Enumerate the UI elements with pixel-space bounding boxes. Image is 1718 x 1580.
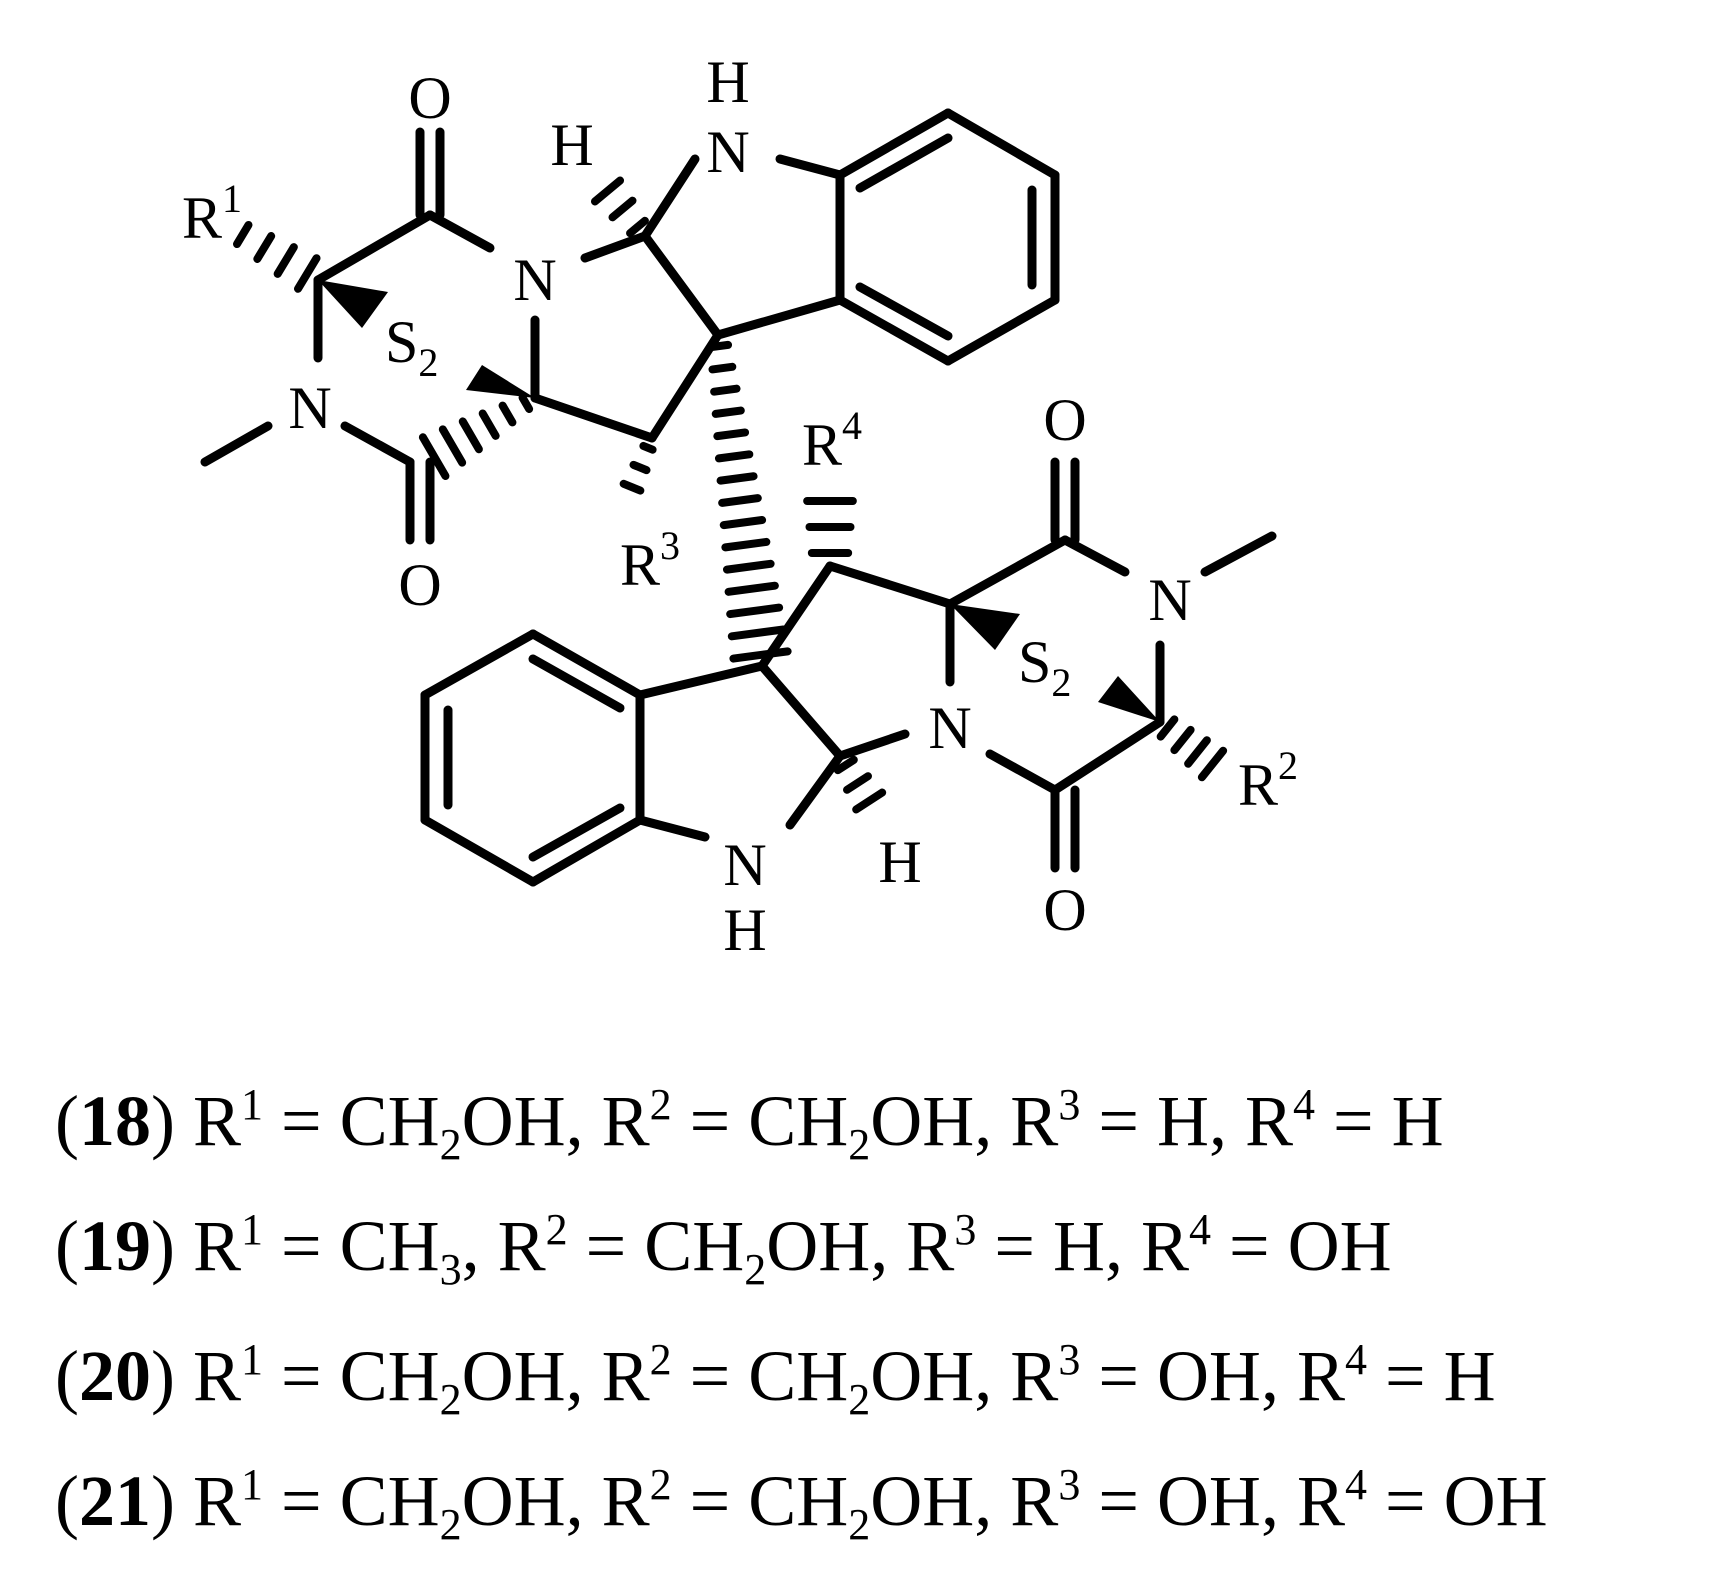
- hash-dash: [711, 406, 745, 418]
- atom-labels: O O O O N N N N N H N H H H S2 S2 R1 R2 …: [182, 49, 1298, 963]
- oxygen-top-left: O: [408, 65, 451, 131]
- nitrogen-left-ring: N: [513, 247, 556, 313]
- stereo-wedge-bonds: [318, 280, 1160, 722]
- hash-dash: [438, 425, 467, 467]
- hash-dash: [843, 772, 872, 794]
- hash-dash: [608, 196, 637, 222]
- oxygen-top-right: O: [1043, 387, 1086, 453]
- substituent-r1: R1: [182, 176, 242, 251]
- hash-dash: [719, 516, 767, 530]
- hydrogen-top: H: [550, 112, 593, 178]
- hash-dash: [718, 494, 762, 507]
- hash-dash: [418, 433, 450, 481]
- hash-dash: [852, 788, 887, 814]
- oxygen-bottom-right: O: [1043, 877, 1086, 943]
- hash-dash: [706, 340, 733, 352]
- hash-dash: [1184, 736, 1211, 768]
- hash-dash: [1197, 746, 1228, 782]
- nitrogen-right-methyl: N: [1148, 567, 1191, 633]
- compound-line-19: (19) R1 = CH3, R2 = CH2OH, R3 = H, R4 = …: [55, 1205, 1392, 1294]
- oxygen-bottom-left: O: [398, 552, 441, 618]
- hash-dash: [727, 625, 788, 641]
- hash-dash: [498, 401, 517, 427]
- hash-dash: [729, 647, 792, 663]
- hash-dash: [518, 393, 534, 414]
- hash-dash: [253, 232, 276, 263]
- hash-dash: [232, 220, 253, 249]
- hash-dash: [619, 479, 645, 495]
- hash-dash: [273, 243, 298, 278]
- hash-dash: [710, 384, 741, 396]
- hash-dash: [716, 472, 758, 485]
- compound-line-21: (21) R1 = CH2OH, R2 = CH2OH, R3 = OH, R4…: [55, 1460, 1548, 1549]
- disulfide-left: S2: [385, 309, 438, 385]
- hash-dash: [713, 428, 750, 441]
- hash-dash: [294, 254, 321, 293]
- nitrogen-right-ring: N: [928, 695, 971, 761]
- hash-dash: [722, 559, 775, 574]
- hash-dash: [590, 176, 625, 206]
- hash-dash: [714, 450, 754, 463]
- hash-dash: [833, 755, 858, 775]
- compound-line-18: (18) R1 = CH2OH, R2 = CH2OH, R3 = H, R4 …: [55, 1080, 1444, 1169]
- hash-dash: [626, 216, 649, 238]
- substituent-r4: R4: [802, 403, 862, 478]
- hash-dash: [458, 417, 483, 454]
- bond-lines: [200, 108, 1277, 887]
- hash-dash: [1156, 715, 1179, 741]
- indole-nitrogen-bottom: N: [723, 832, 766, 898]
- compound-line-20: (20) R1 = CH2OH, R2 = CH2OH, R3 = OH, R4…: [55, 1335, 1496, 1424]
- substituent-r3: R3: [620, 523, 680, 598]
- hash-dash: [721, 537, 771, 552]
- hash-dash: [1170, 725, 1195, 755]
- hash-dash: [478, 409, 500, 440]
- indole-nitrogen-top: N: [706, 119, 749, 185]
- hash-dash: [708, 362, 737, 374]
- hash-dash: [629, 460, 651, 475]
- indole-hydrogen-bottom: H: [723, 897, 766, 963]
- substituent-r2: R2: [1238, 743, 1298, 818]
- hash-dash: [726, 603, 784, 619]
- chemical-structure: O O O O N N N N N H N H H H S2 S2 R1 R2 …: [182, 49, 1298, 963]
- hash-dash: [639, 441, 657, 454]
- disulfide-right: S2: [1018, 629, 1071, 705]
- indole-hydrogen-top: H: [706, 49, 749, 115]
- stereo-hash-bonds: [232, 176, 1228, 814]
- hash-dash: [724, 581, 779, 596]
- nitrogen-left-methyl: N: [288, 375, 331, 441]
- hydrogen-bottom: H: [878, 829, 921, 895]
